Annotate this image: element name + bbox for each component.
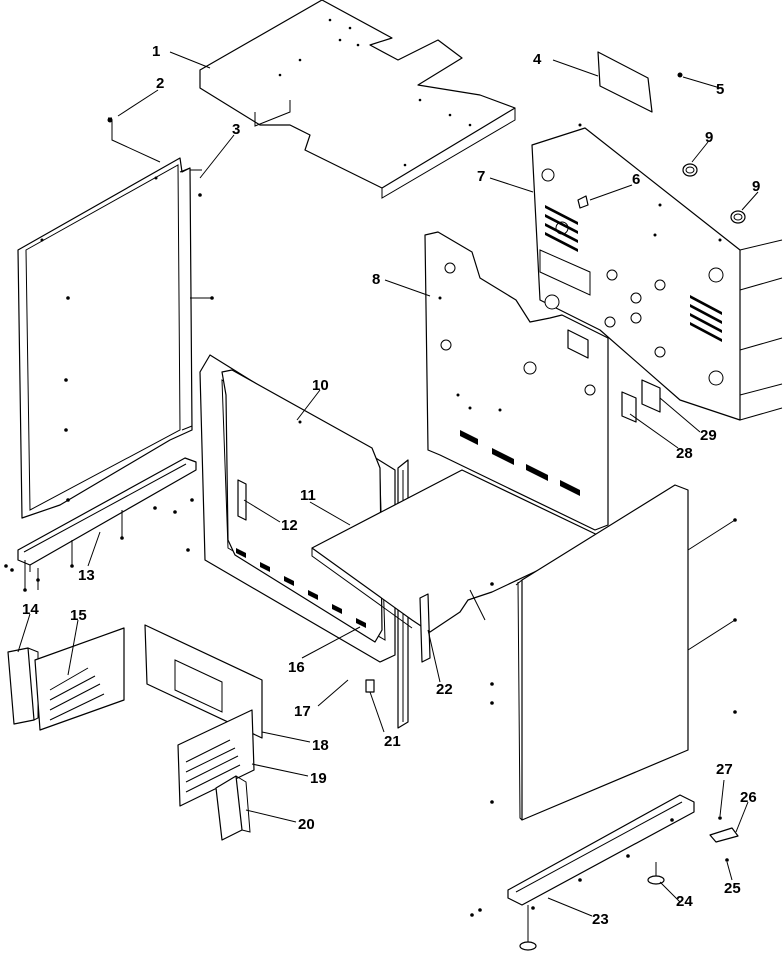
- part-22-bracket: [419, 593, 431, 663]
- callout-14: 14: [22, 601, 39, 618]
- callout-9b: 9: [752, 178, 760, 195]
- part-8-inner-back-panel: [424, 231, 609, 531]
- callout-24: 24: [676, 893, 693, 910]
- callout-16: 16: [288, 659, 305, 676]
- callout-18: 18: [312, 737, 329, 754]
- part-25-screw: [725, 858, 729, 862]
- callout-11: 11: [300, 487, 316, 504]
- part-27-screw: [718, 816, 722, 820]
- part-3-left-side-panel: [17, 157, 214, 519]
- part-21-clip: [365, 679, 375, 693]
- part-7-back-panel: [531, 123, 783, 421]
- callout-21: 21: [384, 733, 401, 750]
- callout-26: 26: [740, 789, 757, 806]
- part-28-bracket: [621, 391, 637, 423]
- callout-28: 28: [676, 445, 693, 462]
- callout-5: 5: [716, 81, 724, 98]
- callouts: 1 2 3 4 5 6 7 8 9 9 10 11 12 13 14 15 16…: [22, 43, 760, 928]
- callout-13: 13: [78, 567, 95, 584]
- callout-1: 1: [152, 43, 160, 60]
- part-1-top-panel: [199, 0, 516, 199]
- callout-12: 12: [281, 517, 298, 534]
- callout-20: 20: [298, 816, 315, 833]
- part-24-leveling-leg: [519, 862, 665, 951]
- callout-6: 6: [632, 171, 640, 188]
- callout-22: 22: [436, 681, 453, 698]
- part-20-end-cap: [215, 775, 251, 841]
- part-14-side-bracket: [7, 647, 39, 725]
- callout-4: 4: [533, 51, 542, 68]
- part-18-control-panel: [144, 624, 263, 739]
- part-29-bracket: [641, 379, 661, 413]
- part-2-screw: [107, 117, 161, 163]
- callout-3: 3: [232, 121, 240, 138]
- callout-2: 2: [156, 75, 164, 92]
- part-4-cover-plate: [597, 51, 653, 113]
- part-23-right-base-rail: [470, 794, 695, 917]
- callout-7: 7: [477, 168, 485, 185]
- callout-15: 15: [70, 607, 87, 624]
- callout-10: 10: [312, 377, 329, 394]
- part-10-front-frame: [186, 354, 396, 663]
- part-15-vent-panel: [34, 627, 125, 731]
- part-26-bracket: [709, 827, 739, 843]
- callout-25: 25: [724, 880, 741, 897]
- callout-8: 8: [372, 271, 380, 288]
- callout-17: 17: [294, 703, 311, 720]
- leader-lines: [17, 51, 759, 917]
- part-19-vent-panel: [177, 709, 255, 807]
- right-side-panel: [490, 484, 737, 821]
- callout-29: 29: [700, 427, 717, 444]
- callout-9a: 9: [705, 129, 713, 146]
- part-5-screw: [677, 72, 683, 78]
- part-9-grommet-b: [730, 210, 746, 224]
- callout-19: 19: [310, 770, 327, 787]
- part-9-grommet-a: [682, 163, 698, 177]
- part-13-left-base-rail: [4, 457, 197, 592]
- callout-27: 27: [716, 761, 733, 778]
- callout-23: 23: [592, 911, 609, 928]
